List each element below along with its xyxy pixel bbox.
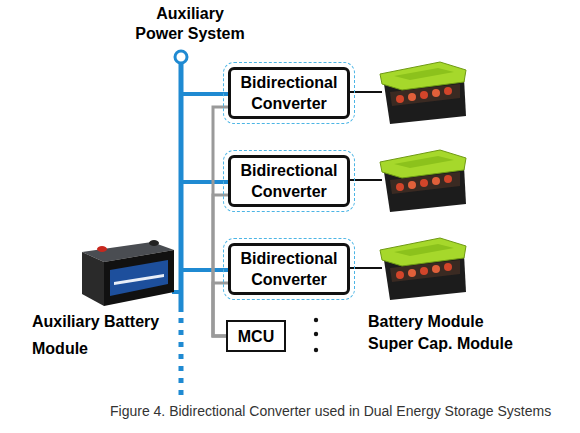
mcu-box: MCU [226,320,286,352]
label-text: Auxiliary Power System [135,5,244,42]
battery-module-picture [380,150,466,212]
node-text: Bidirectional Converter [237,72,341,114]
figure-caption: Figure 4. Bidirectional Converter used i… [110,402,551,420]
node-text: MCU [238,326,274,347]
converter-box: Bidirectional Converter [228,155,350,207]
bus-branch [181,268,228,272]
control-line [213,107,228,336]
label-text: Auxiliary Battery Module [32,313,159,357]
caption-text: Figure 4. Bidirectional Converter used i… [110,403,551,419]
continuation-dot [314,318,318,322]
battery-module-picture [380,238,466,300]
converter-box: Bidirectional Converter [228,243,350,295]
power-bus-continuation [179,318,184,402]
battery-module-picture [380,62,466,124]
label-text: Super Cap. Module [368,335,513,352]
control-line [213,195,228,336]
continuation-dot [314,332,318,336]
power-bus [179,63,184,312]
continuation-dot [314,348,318,352]
battery-label: Auxiliary Battery Module [32,308,182,362]
auxiliary-battery-picture [82,240,174,306]
label-text: Battery Module [368,313,484,330]
module-wire [348,267,382,269]
module-wire [348,91,382,93]
bus-terminal [175,51,187,63]
node-text: Bidirectional Converter [237,248,341,290]
converter-box: Bidirectional Converter [228,67,350,119]
system-label: Auxiliary Power System [133,4,247,44]
bus-branch [181,92,228,96]
module-label: Super Cap. Module [368,334,568,354]
node-text: Bidirectional Converter [237,160,341,202]
module-label: Battery Module [368,312,568,332]
bus-branch [181,180,228,184]
module-wire [348,179,382,181]
